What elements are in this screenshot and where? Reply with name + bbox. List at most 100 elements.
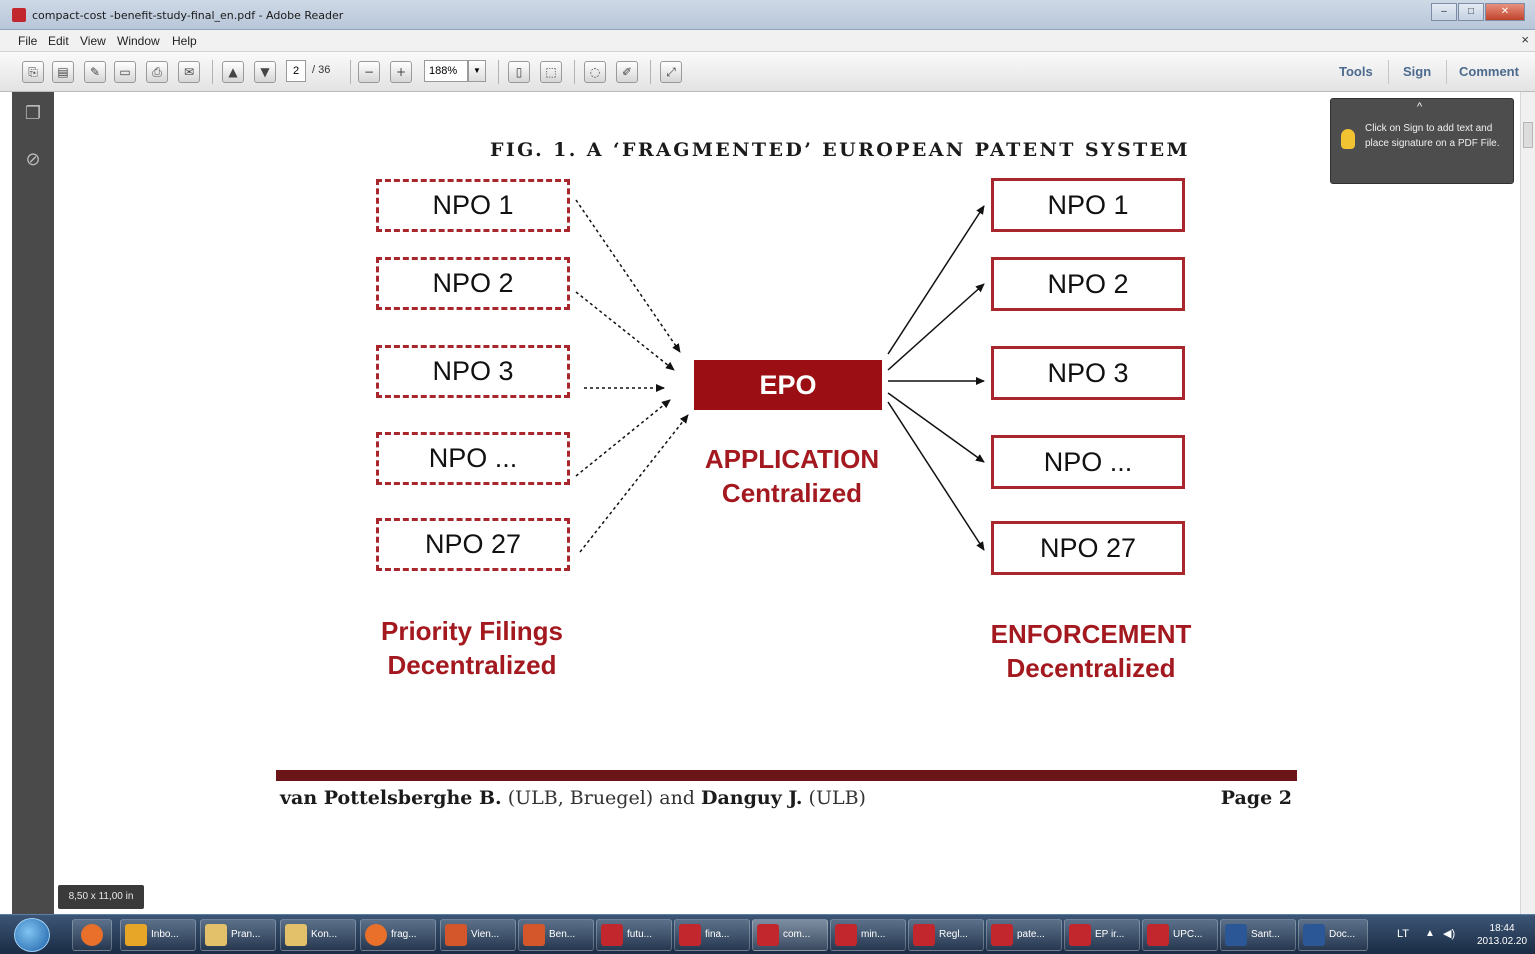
toolbar-separator	[1446, 60, 1447, 84]
title-bar: compact-cost -benefit-study-final_en.pdf…	[0, 0, 1535, 30]
right-npo-box: NPO 27	[991, 521, 1185, 575]
taskbar-item[interactable]: Doc...	[1298, 919, 1368, 951]
zoom-out-icon[interactable]: −	[358, 61, 380, 83]
taskbar-item[interactable]: EP ir...	[1064, 919, 1140, 951]
scrollbar-thumb[interactable]	[1523, 122, 1533, 148]
show-hidden-icons-icon[interactable]: ▲	[1425, 928, 1435, 939]
language-indicator[interactable]: LT	[1397, 928, 1410, 940]
maximize-button[interactable]: □	[1458, 3, 1484, 21]
zoom-dropdown[interactable]: ▼	[468, 60, 486, 82]
taskbar-item[interactable]: Sant...	[1220, 919, 1296, 951]
toolbar-separator	[212, 60, 213, 84]
right-npo-box: NPO ...	[991, 435, 1185, 489]
edit-icon[interactable]: ✎	[84, 61, 106, 83]
next-page-icon[interactable]: ▼	[254, 61, 276, 83]
window-title: compact-cost -benefit-study-final_en.pdf…	[32, 9, 344, 22]
footer-authors: van Pottelsberghe B. (ULB, Bruegel) and …	[280, 787, 866, 809]
pdf-icon	[601, 924, 623, 946]
right-npo-box: NPO 2	[991, 257, 1185, 311]
toolbar-separator	[574, 60, 575, 84]
affiliation-1: (ULB, Bruegel) and	[501, 787, 702, 809]
taskbar-item[interactable]: futu...	[596, 919, 672, 951]
firefox-icon	[365, 924, 387, 946]
pdf-icon	[991, 924, 1013, 946]
powerpoint-icon	[523, 924, 545, 946]
zoom-in-icon[interactable]: +	[390, 61, 412, 83]
taskbar-item[interactable]: Kon...	[280, 919, 356, 951]
menu-edit[interactable]: Edit	[48, 34, 69, 48]
close-button[interactable]: ✕	[1485, 3, 1525, 21]
comment-tab[interactable]: Comment	[1459, 64, 1519, 79]
clock[interactable]: 18:44 2013.02.20	[1477, 923, 1528, 947]
tools-tab[interactable]: Tools	[1339, 64, 1373, 79]
menu-bar: File Edit View Window Help ×	[0, 30, 1535, 52]
toolbar-separator	[1388, 60, 1389, 84]
volume-icon[interactable]: ◀)	[1443, 928, 1456, 940]
toolbar-separator	[650, 60, 651, 84]
menu-window[interactable]: Window	[117, 34, 160, 48]
system-tray: LT ▲ ◀) 18:44 2013.02.20	[1377, 919, 1527, 951]
start-button[interactable]	[14, 918, 50, 952]
toolbar-separator	[498, 60, 499, 84]
right-npo-box: NPO 1	[991, 178, 1185, 232]
pdf-icon	[679, 924, 701, 946]
open-icon[interactable]: ▤	[52, 61, 74, 83]
highlight-icon[interactable]: ✐	[616, 61, 638, 83]
firefox-pinned[interactable]	[72, 919, 112, 951]
menu-view[interactable]: View	[80, 34, 106, 48]
minimize-button[interactable]: –	[1431, 3, 1457, 21]
sign-tip-callout: ^ Click on Sign to add text and place si…	[1330, 98, 1514, 184]
menu-help[interactable]: Help	[172, 34, 197, 48]
page-number-input[interactable]: 2	[286, 60, 306, 82]
taskbar-item[interactable]: fina...	[674, 919, 750, 951]
page-number: Page 2	[1220, 787, 1292, 809]
taskbar: Inbo... Pran... Kon... frag... Vien... B…	[0, 914, 1535, 954]
pdf-icon	[757, 924, 779, 946]
taskbar-item[interactable]: Vien...	[440, 919, 516, 951]
taskbar-item[interactable]: Inbo...	[120, 919, 196, 951]
epo-box: EPO	[694, 360, 882, 410]
left-label-line-2: Decentralized	[387, 650, 557, 680]
taskbar-item[interactable]: Pran...	[200, 919, 276, 951]
email-icon[interactable]: ✉	[178, 61, 200, 83]
navigation-pane: ❐ ⊘	[12, 92, 54, 914]
left-npo-box: NPO 2	[376, 257, 570, 310]
pdf-icon	[1147, 924, 1169, 946]
zoom-input[interactable]: 188%	[424, 60, 468, 82]
footer-rule	[276, 770, 1297, 781]
taskbar-item-active[interactable]: com...	[752, 919, 828, 951]
left-npo-box: NPO 3	[376, 345, 570, 398]
fit-page-icon[interactable]: ▯	[508, 61, 530, 83]
right-npo-box: NPO 3	[991, 346, 1185, 400]
taskbar-item[interactable]: Ben...	[518, 919, 594, 951]
save-icon[interactable]: ▭	[114, 61, 136, 83]
sign-tab[interactable]: Sign	[1403, 64, 1432, 79]
fit-width-icon[interactable]: ⬚	[540, 61, 562, 83]
previous-page-icon[interactable]: ▲	[222, 61, 244, 83]
pdf-icon	[1069, 924, 1091, 946]
taskbar-item[interactable]: pate...	[986, 919, 1062, 951]
author-1: van Pottelsberghe B.	[280, 787, 502, 809]
author-2: Danguy J.	[701, 787, 803, 809]
vertical-scrollbar[interactable]	[1520, 92, 1535, 914]
collapse-caret-icon[interactable]: ^	[1417, 101, 1423, 113]
comment-bubble-icon[interactable]: ◌	[584, 61, 606, 83]
fullscreen-icon[interactable]: ⤢	[660, 61, 682, 83]
center-label-line-2: Centralized	[721, 478, 863, 508]
figure-title: FIG. 1. A ‘FRAGMENTED’ EUROPEAN PATENT S…	[490, 139, 1190, 161]
taskbar-item[interactable]: frag...	[360, 919, 436, 951]
attachments-icon[interactable]: ⊘	[25, 149, 41, 169]
menu-file[interactable]: File	[18, 34, 38, 48]
pages-thumbnail-icon[interactable]: ❐	[24, 103, 42, 123]
folder-icon	[285, 924, 307, 946]
create-pdf-icon[interactable]: ⎘	[22, 61, 44, 83]
center-label-line-1: APPLICATION	[704, 444, 880, 474]
taskbar-item[interactable]: Regl...	[908, 919, 984, 951]
pdf-icon	[913, 924, 935, 946]
taskbar-item[interactable]: UPC...	[1142, 919, 1218, 951]
print-icon[interactable]: ⎙	[146, 61, 168, 83]
document-close-button[interactable]: ×	[1521, 32, 1529, 47]
right-label-line-2: Decentralized	[1006, 653, 1176, 683]
taskbar-item[interactable]: min...	[830, 919, 906, 951]
toolbar: ⎘ ▤ ✎ ▭ ⎙ ✉ ▲ ▼ − + ▯ ⬚ ◌ ✐ ⤢	[0, 52, 1535, 92]
